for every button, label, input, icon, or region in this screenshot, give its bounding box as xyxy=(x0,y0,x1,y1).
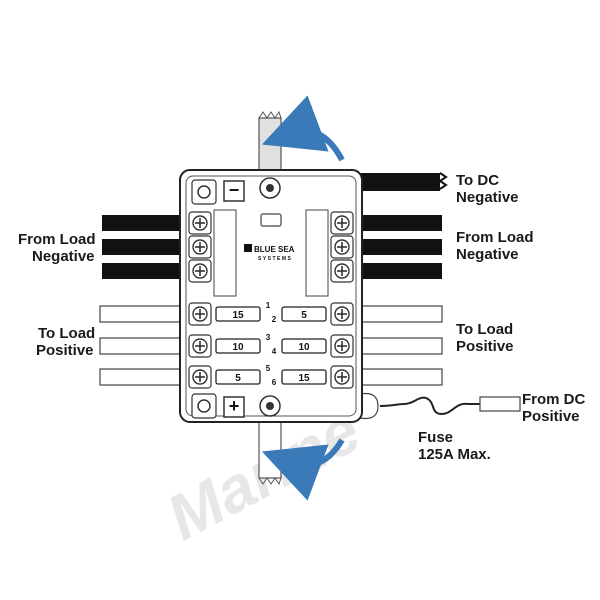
bottom-arrow xyxy=(261,438,345,501)
label-to-dc-negative-1: To DC xyxy=(456,172,499,189)
screw-terminal xyxy=(330,259,354,283)
screw-terminal xyxy=(330,365,354,389)
label-fuse-2: 125A Max. xyxy=(418,446,491,463)
screw-terminal xyxy=(188,334,212,358)
label-to-load-positive-left-2: Positive xyxy=(36,342,94,359)
fuse-symbol xyxy=(379,396,520,416)
positive-symbol: + xyxy=(229,396,240,416)
fuse-left: 15 1 xyxy=(215,301,271,322)
right-positive-wires xyxy=(349,305,443,386)
positive-terminal: + xyxy=(191,393,281,419)
screw-terminal xyxy=(188,302,212,326)
screw-terminal xyxy=(188,211,212,235)
label-from-load-negative-right-1: From Load xyxy=(456,229,534,246)
label-to-load-positive-right-1: To Load xyxy=(456,321,513,338)
fuse-rating: 10 xyxy=(298,342,310,353)
fuse-rating: 10 xyxy=(232,342,244,353)
dc-positive-lead xyxy=(479,396,521,412)
fuse-right: 10 4 xyxy=(272,338,327,356)
circuit-number: 5 xyxy=(266,364,271,373)
right-negative-wires xyxy=(350,215,442,279)
screw-terminal xyxy=(330,211,354,235)
fuse-rating: 5 xyxy=(235,373,241,384)
circuit-number: 6 xyxy=(272,378,277,387)
circuit-number: 3 xyxy=(266,333,271,342)
top-cable xyxy=(258,110,282,179)
fuse-rating: 5 xyxy=(301,310,307,321)
label-from-dc-positive-1: From DC xyxy=(522,391,586,408)
screw-terminal xyxy=(330,334,354,358)
circuit-number: 1 xyxy=(266,301,271,310)
negative-terminal: − xyxy=(191,177,281,205)
label-fuse-1: Fuse xyxy=(418,429,453,446)
screw-terminal xyxy=(188,259,212,283)
bottom-cable xyxy=(258,419,282,486)
screw-terminal xyxy=(330,235,354,259)
label-to-load-positive-left-1: To Load xyxy=(38,325,95,342)
brand-line1: BLUE SEA xyxy=(254,245,295,254)
fuse-rating: 15 xyxy=(298,373,310,384)
label-from-load-negative-left-1: From Load xyxy=(18,231,96,248)
label-from-load-negative-right-2: Negative xyxy=(456,246,519,263)
screw-terminal xyxy=(188,365,212,389)
screw-terminals xyxy=(188,211,354,389)
fuse-left: 10 3 xyxy=(215,333,271,354)
brand-line2: SYSTEMS xyxy=(258,256,292,262)
left-positive-wires xyxy=(99,305,191,386)
fuse-right: 52 xyxy=(272,306,327,324)
label-from-load-negative-left-2: Negative xyxy=(32,248,95,265)
screw-terminal xyxy=(188,235,212,259)
fuse-rating: 15 xyxy=(232,310,244,321)
top-arrow xyxy=(261,95,345,162)
label-to-load-positive-right-2: Positive xyxy=(456,338,514,355)
circuit-number: 2 xyxy=(272,315,277,324)
label-from-dc-positive-2: Positive xyxy=(522,408,580,425)
label-to-dc-negative-2: Negative xyxy=(456,189,519,206)
fuse-right: 15 6 xyxy=(272,369,327,387)
brand-logo: BLUE SEA SYSTEMS xyxy=(244,244,295,262)
circuit-number: 4 xyxy=(272,347,277,356)
screw-terminal xyxy=(330,302,354,326)
fuse-left: 55 xyxy=(215,364,271,385)
left-negative-wires xyxy=(102,215,190,279)
negative-symbol: − xyxy=(229,180,240,200)
